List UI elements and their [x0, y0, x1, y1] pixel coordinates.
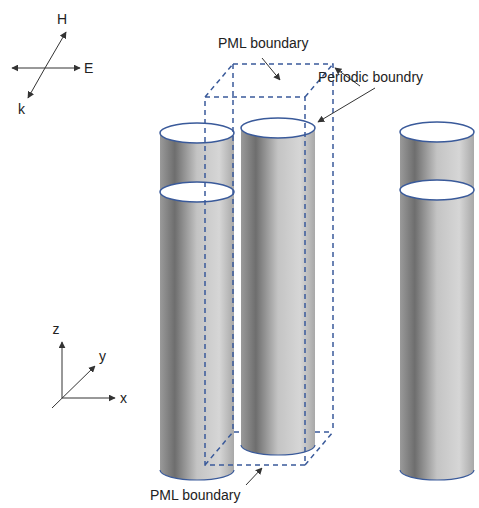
label: Periodic boundry — [318, 70, 423, 85]
polarization-axes — [12, 32, 80, 98]
pml-box — [205, 64, 333, 465]
label: y — [99, 349, 106, 364]
label: k — [18, 102, 25, 117]
coordinate-axes — [52, 342, 115, 408]
leader-line — [246, 58, 375, 485]
label: PML boundary — [218, 36, 309, 51]
nanorod — [241, 118, 315, 455]
label: E — [84, 61, 93, 76]
nanorod — [160, 123, 234, 480]
label: PML boundary — [150, 488, 241, 503]
label: H — [57, 12, 67, 27]
nanorod — [400, 122, 474, 480]
label: z — [53, 322, 60, 337]
label: x — [120, 391, 127, 406]
